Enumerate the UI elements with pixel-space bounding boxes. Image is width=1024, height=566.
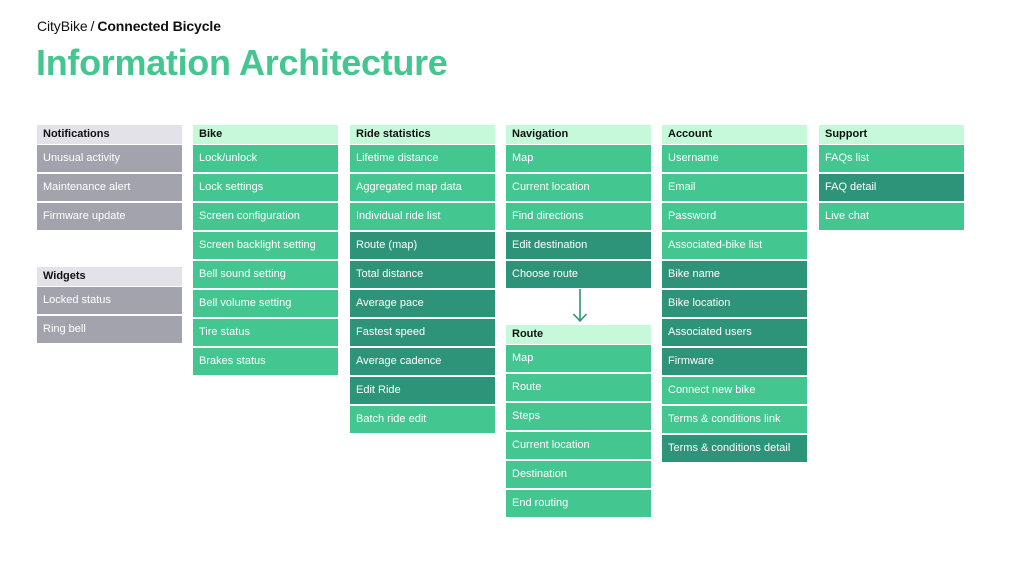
list-item[interactable]: Average cadence bbox=[350, 348, 495, 375]
list-item[interactable]: Tire status bbox=[193, 319, 338, 346]
group-header: Navigation bbox=[506, 125, 651, 144]
group-header: Route bbox=[506, 325, 651, 344]
group-widgets: Widgets Locked status Ring bell bbox=[37, 267, 182, 343]
list-item[interactable]: Choose route bbox=[506, 261, 651, 288]
list-item[interactable]: Screen configuration bbox=[193, 203, 338, 230]
list-item[interactable]: Ring bell bbox=[37, 316, 182, 343]
list-item[interactable]: Unusual activity bbox=[37, 145, 182, 172]
list-item[interactable]: Connect new bike bbox=[662, 377, 807, 404]
list-item[interactable]: Batch ride edit bbox=[350, 406, 495, 433]
group-header: Notifications bbox=[37, 125, 182, 144]
group-header: Ride statistics bbox=[350, 125, 495, 144]
breadcrumb: CityBike/Connected Bicycle bbox=[37, 18, 221, 34]
list-item[interactable]: Current location bbox=[506, 432, 651, 459]
list-item[interactable]: Individual ride list bbox=[350, 203, 495, 230]
list-item[interactable]: Live chat bbox=[819, 203, 964, 230]
list-item[interactable]: Email bbox=[662, 174, 807, 201]
list-item[interactable]: Fastest speed bbox=[350, 319, 495, 346]
list-item[interactable]: Username bbox=[662, 145, 807, 172]
list-item[interactable]: Terms & conditions link bbox=[662, 406, 807, 433]
list-item[interactable]: Route bbox=[506, 374, 651, 401]
list-item[interactable]: Brakes status bbox=[193, 348, 338, 375]
list-item[interactable]: Bell sound setting bbox=[193, 261, 338, 288]
group-navigation: Navigation Map Current location Find dir… bbox=[506, 125, 651, 288]
group-header: Account bbox=[662, 125, 807, 144]
list-item[interactable]: Edit destination bbox=[506, 232, 651, 259]
list-item[interactable]: End routing bbox=[506, 490, 651, 517]
list-item[interactable]: Edit Ride bbox=[350, 377, 495, 404]
list-item[interactable]: Bike name bbox=[662, 261, 807, 288]
breadcrumb-current: Connected Bicycle bbox=[97, 18, 221, 34]
group-bike: Bike Lock/unlock Lock settings Screen co… bbox=[193, 125, 338, 375]
list-item[interactable]: Terms & conditions detail bbox=[662, 435, 807, 462]
list-item[interactable]: Screen backlight setting bbox=[193, 232, 338, 259]
list-item[interactable]: Route (map) bbox=[350, 232, 495, 259]
group-ride-statistics: Ride statistics Lifetime distance Aggreg… bbox=[350, 125, 495, 433]
group-account: Account Username Email Password Associat… bbox=[662, 125, 807, 462]
list-item[interactable]: Associated-bike list bbox=[662, 232, 807, 259]
list-item[interactable]: Average pace bbox=[350, 290, 495, 317]
list-item[interactable]: FAQ detail bbox=[819, 174, 964, 201]
group-header: Support bbox=[819, 125, 964, 144]
group-support: Support FAQs list FAQ detail Live chat bbox=[819, 125, 964, 230]
group-route: Route Map Route Steps Current location D… bbox=[506, 325, 651, 517]
arrow-down-icon bbox=[572, 289, 588, 323]
list-item[interactable]: Steps bbox=[506, 403, 651, 430]
list-item[interactable]: Lock settings bbox=[193, 174, 338, 201]
list-item[interactable]: Lock/unlock bbox=[193, 145, 338, 172]
group-header: Bike bbox=[193, 125, 338, 144]
list-item[interactable]: Maintenance alert bbox=[37, 174, 182, 201]
list-item[interactable]: Map bbox=[506, 345, 651, 372]
list-item[interactable]: Total distance bbox=[350, 261, 495, 288]
list-item[interactable]: Current location bbox=[506, 174, 651, 201]
list-item[interactable]: Bike location bbox=[662, 290, 807, 317]
breadcrumb-separator: / bbox=[90, 18, 95, 34]
group-header: Widgets bbox=[37, 267, 182, 286]
group-notifications: Notifications Unusual activity Maintenan… bbox=[37, 125, 182, 230]
list-item[interactable]: Bell volume setting bbox=[193, 290, 338, 317]
list-item[interactable]: Firmware bbox=[662, 348, 807, 375]
list-item[interactable]: Map bbox=[506, 145, 651, 172]
page-title: Information Architecture bbox=[36, 42, 448, 83]
list-item[interactable]: Firmware update bbox=[37, 203, 182, 230]
list-item[interactable]: Lifetime distance bbox=[350, 145, 495, 172]
list-item[interactable]: Aggregated map data bbox=[350, 174, 495, 201]
list-item[interactable]: FAQs list bbox=[819, 145, 964, 172]
list-item[interactable]: Password bbox=[662, 203, 807, 230]
list-item[interactable]: Destination bbox=[506, 461, 651, 488]
breadcrumb-parent[interactable]: CityBike bbox=[37, 18, 88, 34]
list-item[interactable]: Associated users bbox=[662, 319, 807, 346]
list-item[interactable]: Find directions bbox=[506, 203, 651, 230]
list-item[interactable]: Locked status bbox=[37, 287, 182, 314]
